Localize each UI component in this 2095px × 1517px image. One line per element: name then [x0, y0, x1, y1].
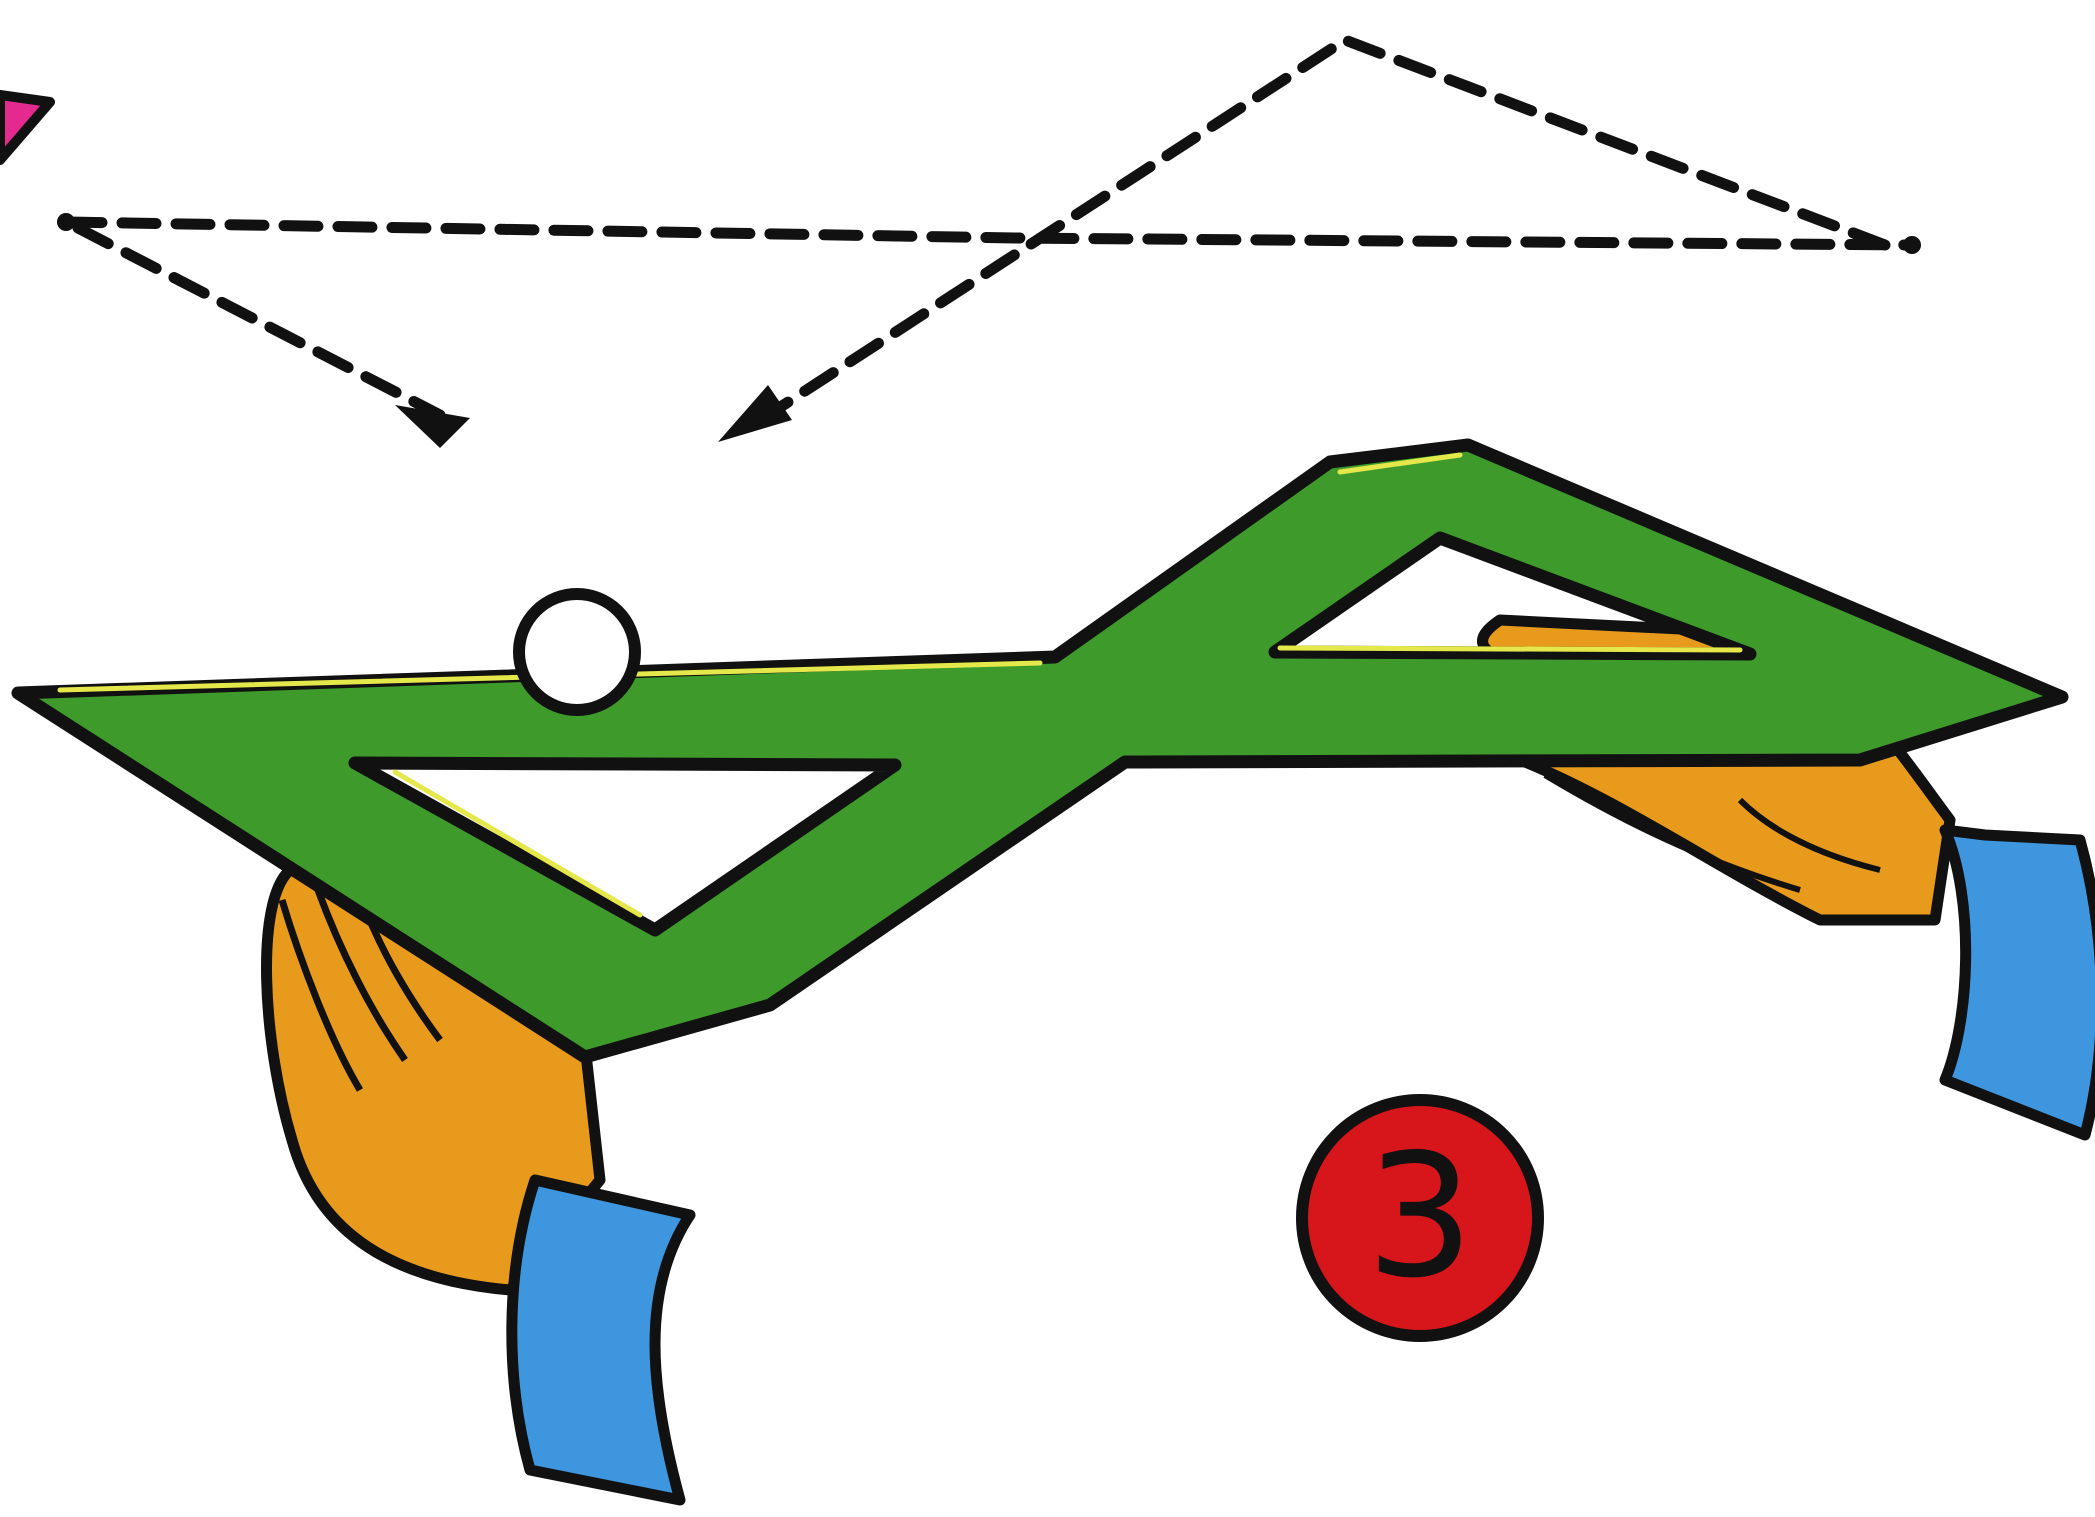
- dashed-path-left-down: [78, 228, 440, 415]
- pink-triangle-corner: [0, 95, 50, 160]
- ball-icon: [519, 594, 635, 710]
- step-badge: 3: [1302, 1100, 1538, 1336]
- step-badge-number: 3: [1366, 1118, 1474, 1316]
- trajectory-paths: [68, 40, 1910, 430]
- dashed-path-left-loop: [68, 222, 1910, 245]
- left-cuff: [512, 1180, 690, 1500]
- arrowhead-center-icon: [718, 385, 792, 442]
- dashed-path-end-dot: [1903, 236, 1921, 254]
- right-cuff: [1945, 830, 2095, 1135]
- dashed-path-start-dot: [57, 213, 75, 231]
